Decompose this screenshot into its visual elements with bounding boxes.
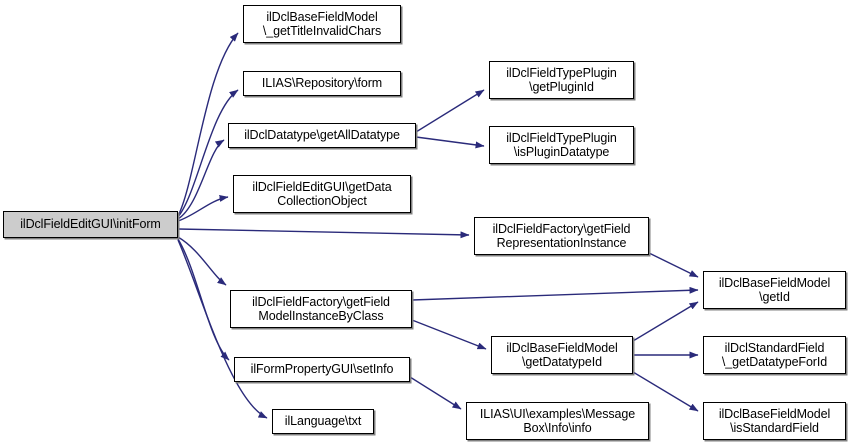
graph-edge-get-field-model-instance-by-class-to-get-id: [411, 286, 699, 301]
graph-edge-init-form-to-set-info: [177, 238, 230, 361]
graph-node-get-datatype-id[interactable]: ilDclBaseFieldModel \getDatatypeId: [491, 336, 633, 374]
graph-node-label: ilDclFieldFactory\getField Representatio…: [492, 221, 631, 251]
graph-node-get-data-collection-object[interactable]: ilDclFieldEditGUI\getData CollectionObje…: [233, 175, 411, 213]
graph-node-label: ilDclStandardField \_getDatatypeForId: [721, 340, 828, 370]
graph-node-get-datatype-for-id[interactable]: ilDclStandardField \_getDatatypeForId: [703, 336, 846, 374]
graph-node-label: ilDclFieldEditGUI\getData CollectionObje…: [252, 179, 392, 209]
graph-edge-get-all-datatype-to-get-plugin-id: [415, 89, 485, 133]
graph-node-get-plugin-id[interactable]: ilDclFieldTypePlugin \getPluginId: [489, 61, 634, 99]
graph-node-label: ilDclFieldTypePlugin \getPluginId: [506, 65, 617, 95]
graph-node-label: ILIAS\UI\examples\Message Box\Info\info: [479, 406, 636, 436]
graph-node-label: ILIAS\Repository\form: [261, 76, 383, 91]
graph-node-label: ilDclBaseFieldModel \isStandardField: [718, 406, 831, 436]
graph-node-get-id[interactable]: ilDclBaseFieldModel \getId: [703, 271, 846, 309]
graph-node-is-plugin-datatype[interactable]: ilDclFieldTypePlugin \isPluginDatatype: [489, 126, 634, 164]
graph-edge-init-form-to-get-field-representation-instance: [177, 228, 470, 239]
graph-node-get-all-datatype[interactable]: ilDclDatatype\getAllDatatype: [228, 123, 416, 148]
graph-node-get-title-invalid-chars[interactable]: ilDclBaseFieldModel \_getTitleInvalidCha…: [243, 5, 401, 43]
graph-edge-get-field-representation-instance-to-get-id: [648, 252, 699, 278]
graph-edge-init-form-to-get-data-collection-object: [177, 194, 229, 222]
graph-node-label: ilDclFieldFactory\getField ModelInstance…: [252, 294, 390, 324]
graph-edge-get-field-model-instance-by-class-to-get-datatype-id: [411, 319, 487, 350]
graph-node-label: ilDclFieldEditGUI\initForm: [20, 217, 161, 232]
graph-edge-init-form-to-ilias-repository-form: [177, 89, 239, 218]
graph-edge-get-all-datatype-to-is-plugin-datatype: [415, 136, 485, 149]
graph-node-label: ilDclBaseFieldModel \getDatatypeId: [506, 340, 618, 370]
graph-node-label: ilDclFieldTypePlugin \isPluginDatatype: [506, 130, 617, 160]
graph-edge-set-info-to-message-box-info: [409, 376, 462, 410]
graph-node-label: ilDclBaseFieldModel \getId: [718, 275, 831, 305]
graph-node-label: ilFormPropertyGUI\setInfo: [250, 362, 394, 377]
graph-node-get-field-model-instance-by-class[interactable]: ilDclFieldFactory\getField ModelInstance…: [230, 290, 412, 328]
graph-node-label: ilDclDatatype\getAllDatatype: [244, 128, 400, 143]
graph-node-init-form[interactable]: ilDclFieldEditGUI\initForm: [3, 211, 178, 238]
graph-edge-init-form-to-il-language-txt: [177, 239, 268, 419]
graph-node-set-info[interactable]: ilFormPropertyGUI\setInfo: [234, 357, 410, 382]
graph-node-label: ilLanguage\txt: [284, 414, 362, 429]
graph-node-get-field-representation-instance[interactable]: ilDclFieldFactory\getField Representatio…: [474, 217, 649, 255]
graph-edge-get-datatype-id-to-get-id: [632, 301, 699, 342]
graph-node-il-language-txt[interactable]: ilLanguage\txt: [272, 409, 374, 434]
graph-edge-init-form-to-get-field-model-instance-by-class: [177, 236, 227, 286]
graph-edge-init-form-to-get-all-datatype: [177, 139, 225, 220]
graph-node-ilias-repository-form[interactable]: ILIAS\Repository\form: [243, 71, 401, 96]
graph-node-message-box-info[interactable]: ILIAS\UI\examples\Message Box\Info\info: [466, 402, 649, 440]
graph-node-is-standard-field[interactable]: ilDclBaseFieldModel \isStandardField: [703, 402, 846, 440]
graph-node-label: ilDclBaseFieldModel \_getTitleInvalidCha…: [262, 9, 382, 39]
